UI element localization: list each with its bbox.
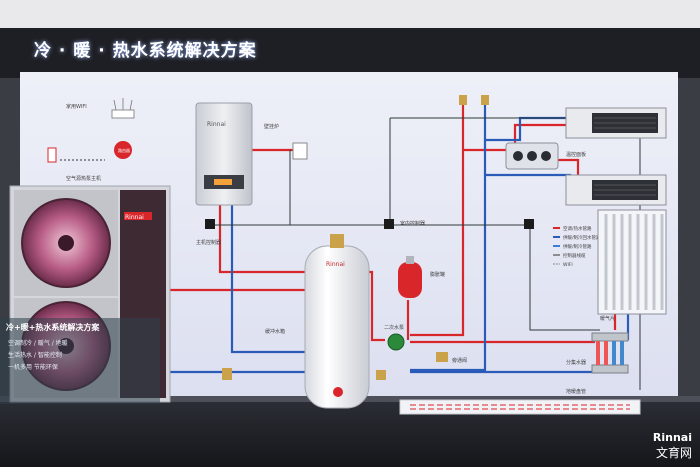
fan-coil-unit-2 xyxy=(565,174,667,206)
overlay-line-2: 生活热水 / 智能控制 xyxy=(8,352,62,359)
manifold xyxy=(591,332,629,374)
outdoor-unit-label: 空气源热泵主机 xyxy=(66,175,101,182)
main-controller-label: 主机控制器 xyxy=(196,239,221,246)
fan-coil-control-label: 温控面板 xyxy=(566,151,586,158)
tank-valve xyxy=(376,370,386,380)
top-valves xyxy=(459,95,489,105)
floor-heating-label: 地暖盘管 xyxy=(566,388,586,395)
cloud-icon xyxy=(114,141,132,159)
floor-heating-coil xyxy=(410,404,630,410)
wifi-label: 家用WIFI xyxy=(66,103,87,110)
main-controller-box xyxy=(205,219,215,229)
fan-coil-unit-1 xyxy=(565,107,667,139)
buffer-tank xyxy=(304,234,370,409)
outdoor-valve xyxy=(222,368,232,380)
legend-item-1: 空调/热水管路 xyxy=(563,225,592,232)
expansion-tank xyxy=(398,256,422,298)
phone-icon xyxy=(47,147,57,163)
zone-controller-box xyxy=(524,219,534,229)
pipe-tank-pump xyxy=(368,270,385,342)
buffer-tank-label: 缓冲水箱 xyxy=(265,328,285,335)
secondary-pump xyxy=(387,333,405,351)
boiler-brand: Rinnai xyxy=(207,121,226,128)
legend-item-2: 供暖/制冷回水管路 xyxy=(563,234,601,241)
bypass-valve xyxy=(436,352,448,362)
legend-item-5: WIFI xyxy=(563,262,573,268)
overlay-line-3: 一机多用 节能环保 xyxy=(8,364,58,371)
radiator-label: 暖气片 xyxy=(600,315,615,322)
secondary-pump-label: 二次水泵 xyxy=(384,324,404,331)
room-controller-box xyxy=(384,219,394,229)
pipe-boiler-return xyxy=(230,205,305,354)
tank-brand: Rinnai xyxy=(326,261,345,268)
wall-boiler-label: 壁挂炉 xyxy=(264,123,279,130)
radiator xyxy=(597,209,667,315)
distribution-block xyxy=(505,142,559,170)
ceiling xyxy=(0,0,700,28)
legend-item-3: 供暖/制冷管路 xyxy=(563,243,592,250)
room-controller-label: 室内控制器 xyxy=(400,220,425,227)
header-band xyxy=(0,28,700,78)
watermark-site: 文育网 xyxy=(655,446,692,460)
router xyxy=(111,98,135,119)
pipe-riser-hot xyxy=(410,100,465,337)
pipe-legend xyxy=(553,227,560,265)
page-title: 冷 · 暖 · 热水系统解决方案 xyxy=(34,41,257,61)
pipe-fancoil-hot xyxy=(463,123,578,152)
info-overlay-panel xyxy=(0,318,160,404)
overlay-line-1: 空调制冷 / 暖气 / 地暖 xyxy=(8,340,68,347)
watermark-brand: Rinnai xyxy=(652,431,692,444)
router-label: 路由器 xyxy=(118,147,130,153)
floor-heating-mat xyxy=(399,399,641,415)
overlay-title: 冷+暖+热水系统解决方案 xyxy=(6,323,100,332)
thermostat-box xyxy=(292,142,308,160)
expansion-tank-label: 膨胀罐 xyxy=(430,271,445,278)
legend-item-4: 控制器线缆 xyxy=(563,252,586,259)
wire-controller-drop xyxy=(529,225,600,331)
bypass-valve-label: 旁通阀 xyxy=(452,357,467,364)
manifold-label: 分集水器 xyxy=(566,359,586,366)
outdoor-brand: Rinnai xyxy=(125,214,144,221)
watermark: Rinnai 文育网 xyxy=(653,431,692,461)
pipe-boiler-tank xyxy=(218,205,308,274)
pipe-riser-cold xyxy=(410,100,487,372)
wall-boiler xyxy=(195,102,253,206)
